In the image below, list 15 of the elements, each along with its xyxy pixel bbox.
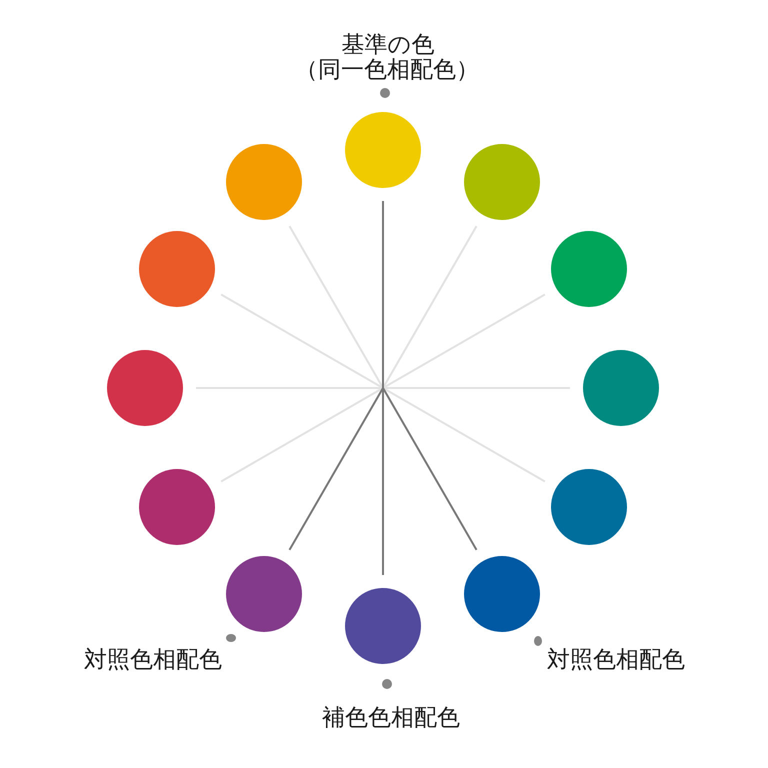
scheme-label: （同一色相配色） [295,57,479,83]
spoke-line [288,226,384,388]
spoke-line [382,294,546,389]
spoke-line [382,201,384,388]
spoke-line [288,388,384,550]
spoke-line [382,388,478,550]
scheme-label: 補色色相配色 [322,705,460,731]
spoke-line [382,387,546,482]
spoke-line [220,387,384,482]
scheme-label: 対照色相配色 [84,646,222,673]
scheme-label: 対照色相配色 [547,646,685,673]
spoke-line [220,294,384,389]
spoke-line [382,388,384,575]
scheme-label: 基準の色 [342,32,434,58]
spoke-line [382,226,478,388]
